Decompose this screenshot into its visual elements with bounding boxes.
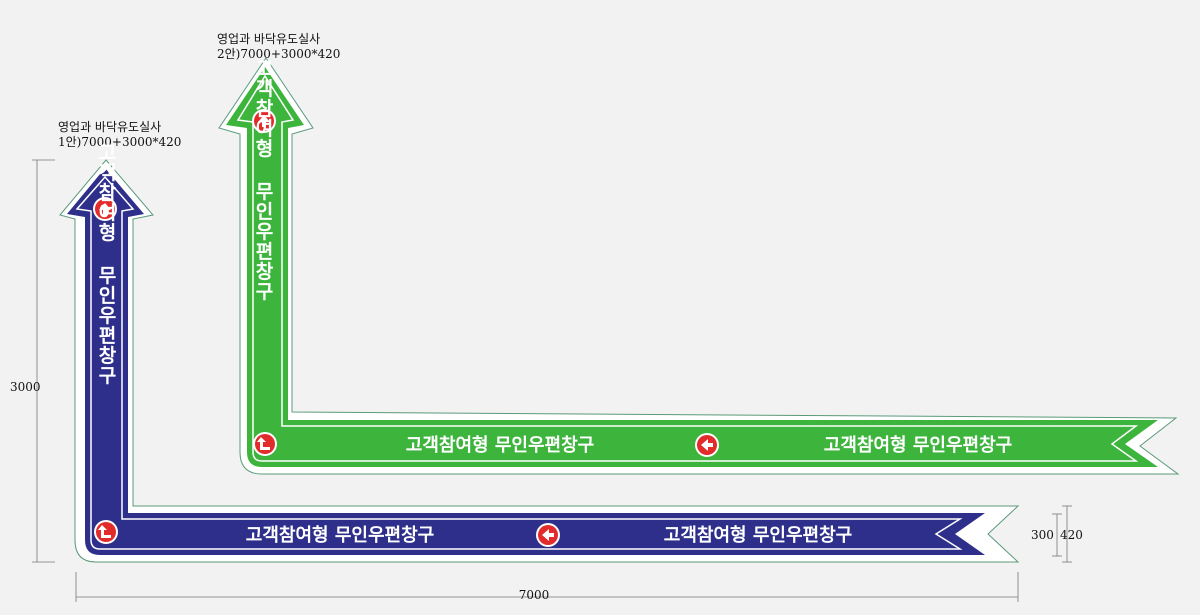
height-dimension xyxy=(32,159,55,563)
plan2-horizontal-text-2: 고객참여형 무인우편창구 xyxy=(824,435,1012,456)
plan1-subtitle: 1안)7000+3000*420 xyxy=(58,135,182,149)
plan2-arrow xyxy=(218,57,1180,475)
plan2-left-arrow-icon xyxy=(695,433,719,457)
band-dimension xyxy=(1052,505,1072,563)
plan1-title-block: 영업과 바닥유도실사 1안)7000+3000*420 xyxy=(58,120,181,150)
width-dimension-label: 7000 xyxy=(519,588,550,602)
plan2-corner-arrow-icon xyxy=(253,432,277,456)
plan1-horizontal-text-2: 고객참여형 무인우편창구 xyxy=(664,525,852,546)
inner-width-label: 300 xyxy=(1031,528,1054,542)
plan1-title: 영업과 바닥유도실사 xyxy=(58,120,162,134)
plan1-left-arrow-icon xyxy=(536,523,560,547)
height-dimension-label: 3000 xyxy=(10,380,41,394)
plan1-arrow xyxy=(59,159,1020,563)
plan2-title: 영업과 바닥유도실사 xyxy=(217,32,321,46)
plan2-subtitle: 2안)7000+3000*420 xyxy=(217,47,341,61)
plan1-vertical-text: 고객참여형 무인우편창구 xyxy=(95,143,117,386)
plan2-title-block: 영업과 바닥유도실사 2안)7000+3000*420 xyxy=(217,32,340,62)
plan1-horizontal-text-1: 고객참여형 무인우편창구 xyxy=(246,525,434,546)
plan2-horizontal-text-1: 고객참여형 무인우편창구 xyxy=(406,435,594,456)
plan2-vertical-text: 고객참여형 무인우편창구 xyxy=(252,59,274,302)
outer-width-label: 420 xyxy=(1060,528,1083,542)
plan1-corner-arrow-icon xyxy=(94,520,118,544)
width-dimension xyxy=(75,572,1019,602)
